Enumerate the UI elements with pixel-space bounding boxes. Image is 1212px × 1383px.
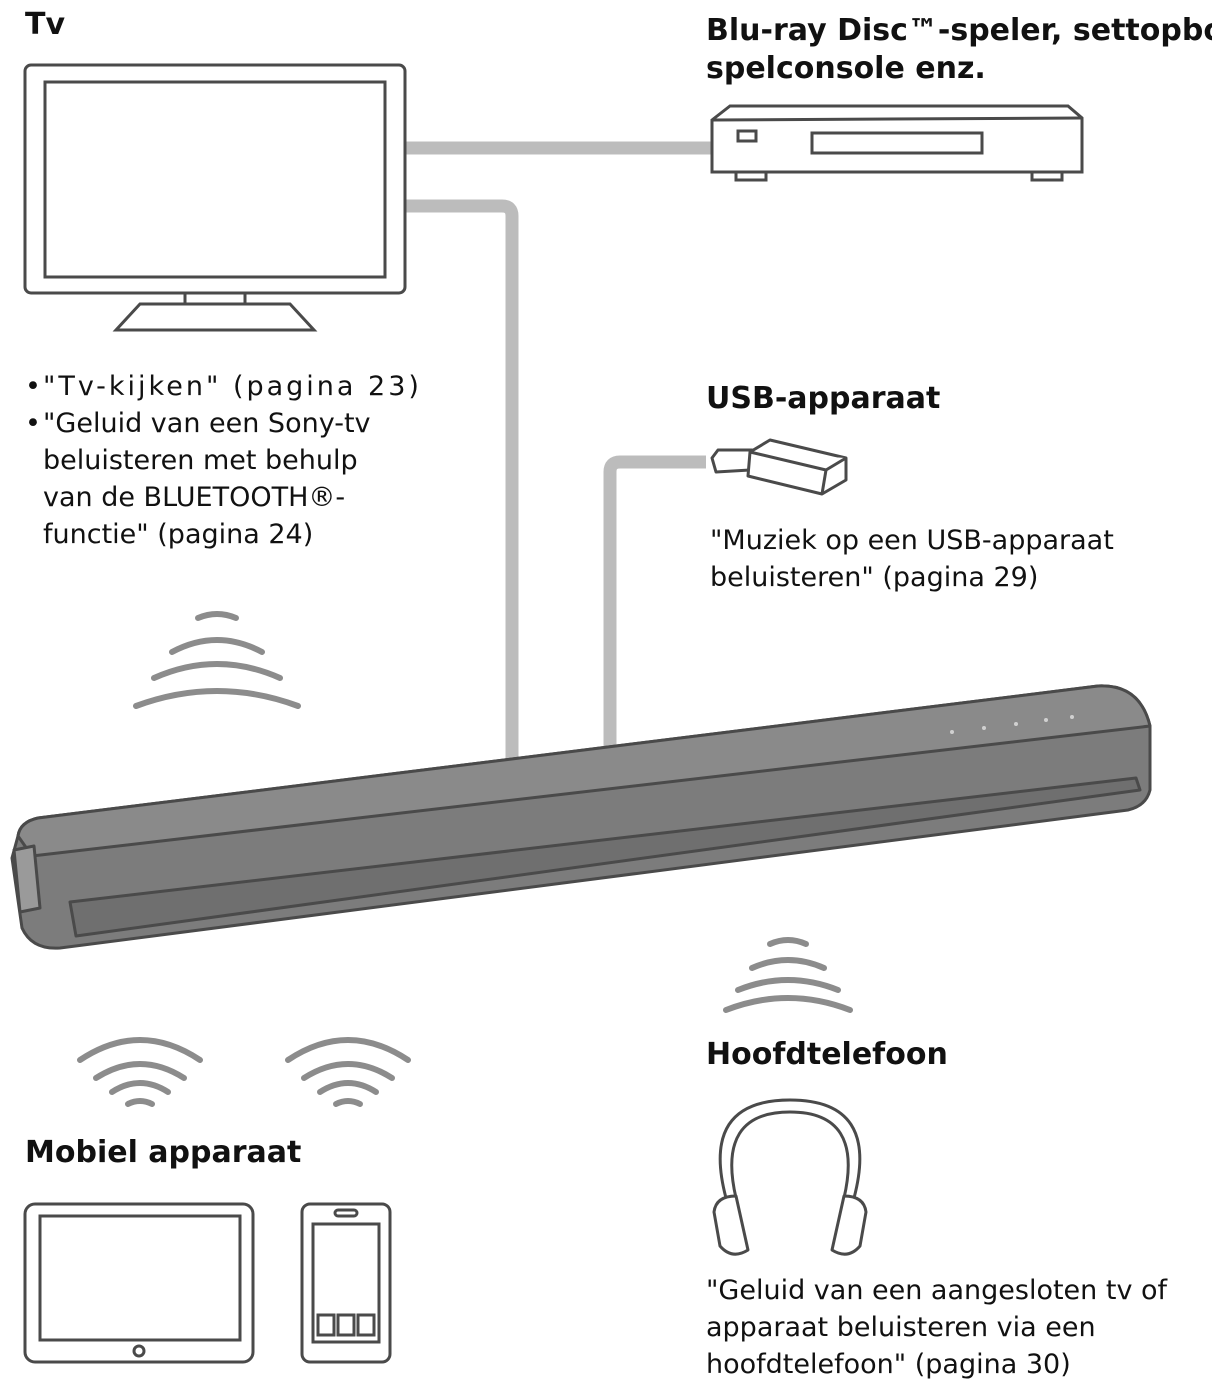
list-item: "Tv-kijken" (pagina 23) — [25, 368, 422, 405]
usb-heading: USB-apparaat — [706, 381, 941, 416]
smartphone-icon — [300, 1202, 392, 1364]
player-heading: Blu-ray Disc™-speler, settopbox, spelcon… — [706, 12, 1212, 88]
headphones-icon — [712, 1098, 868, 1256]
headphones-reference-line3: hoofdtelefoon" (pagina 30) — [706, 1349, 1071, 1380]
sony-tv-bluetooth-reference-line4: functie" (pagina 24) — [43, 519, 314, 550]
blu-ray-player-icon — [710, 104, 1084, 182]
usb-reference-line1: "Muziek op een USB-apparaat — [710, 525, 1114, 556]
sony-tv-bluetooth-reference-line2: beluisteren met behulp — [43, 445, 358, 476]
list-item: "Geluid van een Sony-tv beluisteren met … — [25, 405, 422, 553]
tv-heading: Tv — [25, 7, 66, 42]
sony-tv-bluetooth-reference-line1: "Geluid van een Sony-tv — [43, 408, 371, 439]
usb-stick-icon — [710, 438, 848, 496]
headphones-reference: "Geluid van een aangesloten tv of appara… — [706, 1272, 1167, 1383]
headphones-reference-line2: apparaat beluisteren via een — [706, 1312, 1096, 1343]
cable-tv-soundbar — [405, 199, 519, 770]
headphones-heading: Hoofdtelefoon — [706, 1037, 948, 1072]
player-heading-line1: Blu-ray Disc™-speler, settopbox, — [706, 13, 1212, 48]
tv-reference-list: "Tv-kijken" (pagina 23) "Geluid van een … — [25, 368, 422, 553]
tv-icon — [23, 63, 407, 332]
wireless-wave-icon — [77, 1037, 203, 1107]
usb-reference-line2: beluisteren" (pagina 29) — [710, 562, 1039, 593]
player-heading-line2: spelconsole enz. — [706, 51, 986, 86]
wireless-wave-icon — [133, 611, 301, 709]
mobile-heading: Mobiel apparaat — [25, 1135, 302, 1170]
cables — [405, 141, 712, 770]
tv-watch-reference: "Tv-kijken" (pagina 23) — [43, 371, 422, 402]
headphones-reference-line1: "Geluid van een aangesloten tv of — [706, 1275, 1168, 1306]
wireless-wave-icon — [723, 937, 853, 1013]
usb-reference: "Muziek op een USB-apparaat beluisteren"… — [710, 522, 1114, 596]
cable-usb-soundbar — [603, 455, 706, 758]
sony-tv-bluetooth-reference-line3: van de BLUETOOTH®- — [43, 482, 346, 513]
tablet-icon — [23, 1202, 255, 1364]
wireless-wave-icon — [285, 1037, 411, 1107]
soundbar-icon — [10, 684, 1152, 950]
